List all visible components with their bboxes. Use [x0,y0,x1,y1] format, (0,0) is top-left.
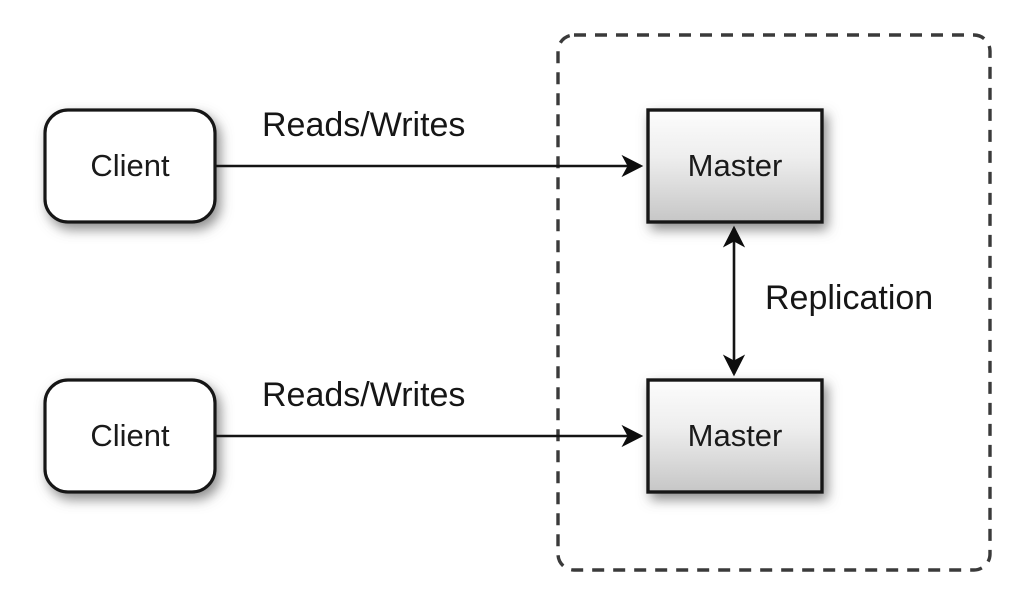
client-top-shape [43,108,217,224]
replication-cluster-boundary [556,33,992,572]
client-bottom-node[interactable]: Client [43,378,217,494]
edge-top-label: Reads/Writes [262,106,465,144]
master-bottom-node[interactable]: Master [646,378,824,494]
client-bottom-shape [43,378,217,494]
master-bottom-shape [646,378,824,494]
client-bottom-label: Client [90,418,170,453]
master-top-shape [646,108,824,224]
master-bottom-label: Master [688,418,783,453]
client-top-label: Client [90,148,170,183]
client-top-node[interactable]: Client [43,108,217,224]
master-top-label: Master [688,148,783,183]
edge-replication-label: Replication [765,279,933,317]
master-top-node[interactable]: Master [646,108,824,224]
edge-bottom-label: Reads/Writes [262,376,465,414]
